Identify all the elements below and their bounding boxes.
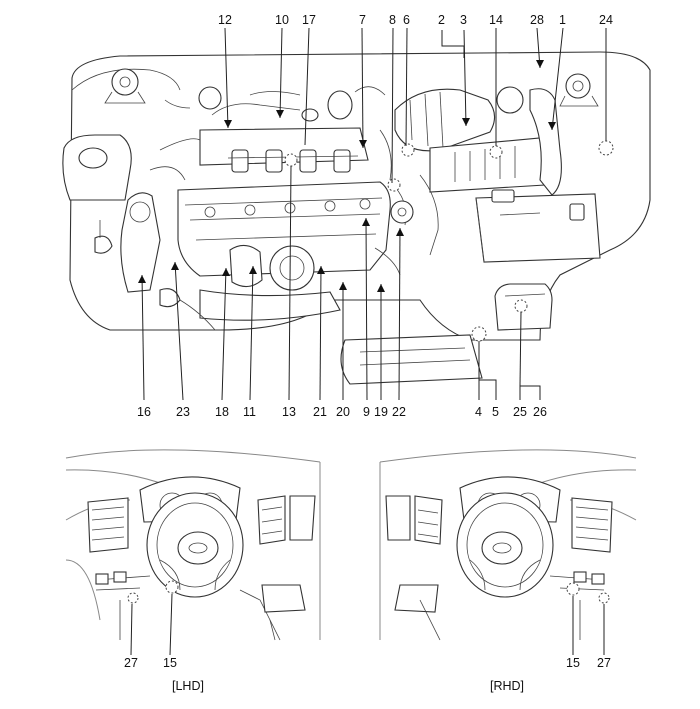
callout-20: 20 (336, 405, 350, 419)
callout-1: 1 (559, 13, 566, 27)
callout-3: 3 (460, 13, 467, 27)
lhd-callout-15: 15 (163, 656, 177, 670)
callout-6: 6 (403, 13, 410, 27)
callout-4: 4 (475, 405, 482, 419)
top-callouts: 12 10 17 7 8 6 2 3 14 28 1 24 (218, 13, 613, 27)
rhd-leader-lines (572, 596, 605, 655)
callout-23: 23 (176, 405, 190, 419)
callout-5: 5 (492, 405, 499, 419)
lhd-caption: [LHD] (172, 679, 204, 693)
callout-26: 26 (533, 405, 547, 419)
rhd-caption: [RHD] (490, 679, 524, 693)
callout-22: 22 (392, 405, 406, 419)
callout-2: 2 (438, 13, 445, 27)
engine-arrows (138, 60, 556, 292)
lhd-callout-27: 27 (124, 656, 138, 670)
callout-13: 13 (282, 405, 296, 419)
engine-bay-illustration (62, 51, 651, 385)
lhd-leader-lines (130, 593, 173, 656)
callout-17: 17 (302, 13, 316, 27)
rhd-dashboard-illustration (379, 449, 637, 641)
callout-10: 10 (275, 13, 289, 27)
callout-14: 14 (489, 13, 503, 27)
callout-7: 7 (359, 13, 366, 27)
rhd-callout-27: 27 (597, 656, 611, 670)
lhd-dashboard-illustration (65, 449, 321, 641)
callout-19: 19 (374, 405, 388, 419)
callout-11: 11 (243, 405, 256, 419)
callout-16: 16 (137, 405, 151, 419)
callout-18: 18 (215, 405, 229, 419)
callout-28: 28 (530, 13, 544, 27)
callout-24: 24 (599, 13, 613, 27)
callout-25: 25 (513, 405, 527, 419)
engine-leader-lines (141, 27, 607, 401)
callout-8: 8 (389, 13, 396, 27)
callout-21: 21 (313, 405, 327, 419)
rhd-callout-15: 15 (566, 656, 580, 670)
bottom-callouts: 16 23 18 11 13 21 20 9 19 22 4 5 25 26 (137, 405, 547, 419)
callout-12: 12 (218, 13, 232, 27)
callout-9: 9 (363, 405, 370, 419)
